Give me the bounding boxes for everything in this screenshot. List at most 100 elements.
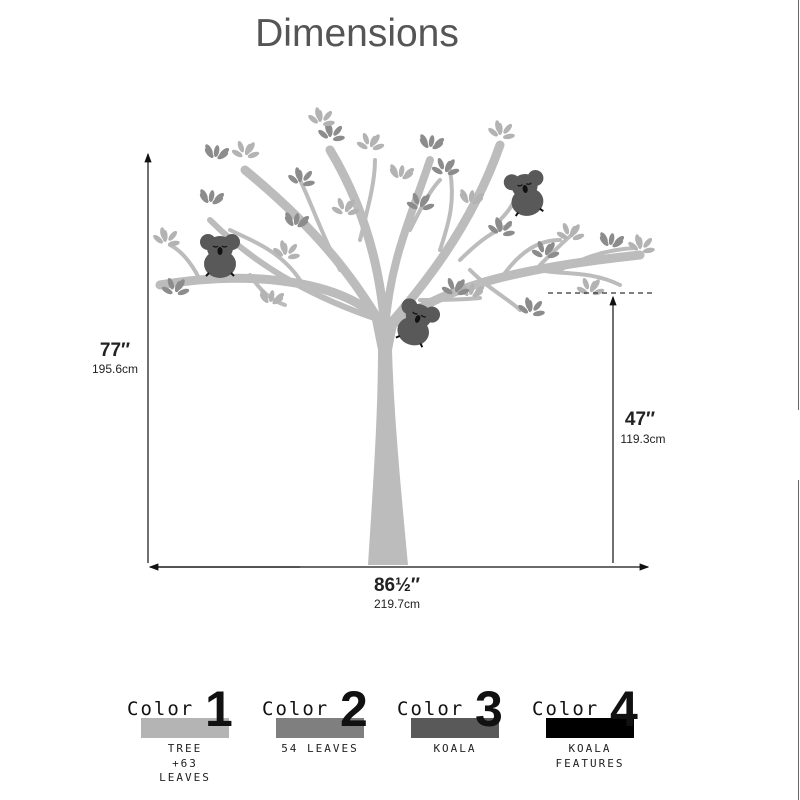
leaf [518,304,528,314]
leaf [337,197,345,210]
leaf [372,134,380,145]
leaf [412,192,420,205]
leaf [332,135,345,142]
leaf [428,135,435,148]
leaf [268,290,275,303]
leaf [356,141,368,150]
koala [395,298,441,348]
leaf [592,279,600,290]
leaf [572,224,580,235]
leaf [308,114,318,124]
branch [168,243,202,282]
branch [438,168,454,252]
leaf [177,279,185,290]
leaf [260,289,268,300]
leaf [161,286,173,295]
legend-label: 54 LEAVES [281,742,359,755]
leaf [167,240,180,247]
leaf [331,206,343,215]
width-cm: 219.7cm [373,597,421,611]
branch-height-inches: 47″ [624,409,656,430]
leaf [503,123,513,134]
leaf [297,219,309,228]
leaf [472,196,484,205]
leaf [441,286,453,295]
koala [503,170,544,217]
legend-label: KOALA [433,742,477,755]
branch [381,156,434,334]
leaf [273,247,283,257]
leaf [457,288,470,296]
leaf [497,220,503,232]
tree-trunk [368,320,408,565]
leaf [303,170,313,181]
branch [558,246,637,272]
leaf [502,230,515,237]
leaf [457,279,465,290]
branch [298,178,342,272]
leaf [612,239,624,248]
leaf [398,165,405,178]
koala [200,234,240,278]
leaf [447,168,460,176]
legend-swatch [276,718,364,738]
leaf [460,189,468,200]
leaf [208,190,215,203]
legend-word: Color [127,698,195,720]
leaf [282,243,288,255]
leaf [432,141,444,150]
leaf [390,164,398,175]
leaf [502,133,515,140]
leaf [422,203,435,211]
leaf [531,249,543,258]
legend-heading: Color 1 [127,684,247,734]
leaf [503,220,513,231]
leaf [362,132,370,145]
leaf [177,288,190,296]
height-cm: 195.6cm [91,362,139,376]
legend-label: TREE +63 LEAVES [159,742,211,784]
leaf [488,224,498,234]
leaf [323,110,333,121]
leaf [488,127,498,137]
leaf [213,145,220,158]
leaf [547,251,560,259]
branch [498,238,562,282]
leaf [333,125,343,136]
leaf [447,277,455,290]
leaf [288,243,298,254]
leaf [608,233,615,246]
tree-diagram [144,107,655,571]
branch [458,223,512,262]
leaf [297,170,303,182]
leaf [322,120,335,127]
leaf [497,123,503,135]
branch [468,268,522,312]
leaf [318,129,328,139]
leaves [153,107,655,317]
leaf [302,180,315,187]
leaf [153,234,163,244]
leaf [600,232,608,243]
leaf [447,159,455,170]
leaf [167,277,175,290]
leaf [372,143,385,151]
legend-swatch [411,718,499,738]
leaf [162,230,168,242]
edge-line [798,0,799,410]
leaf [468,190,475,203]
legend-number: 4 [610,681,638,737]
leaf [347,199,355,210]
legend-word: Color [262,698,330,720]
koalas [200,170,544,348]
legend-heading: Color 2 [262,684,382,734]
page-title: Dimensions [255,12,459,55]
legend-label: KOALA FEATURES [555,742,625,770]
leaf [217,151,229,160]
branch [325,145,390,335]
leaf [556,231,568,240]
leaf [628,241,638,251]
leaf [205,144,213,155]
leaf [168,230,178,241]
leaf [406,201,418,210]
